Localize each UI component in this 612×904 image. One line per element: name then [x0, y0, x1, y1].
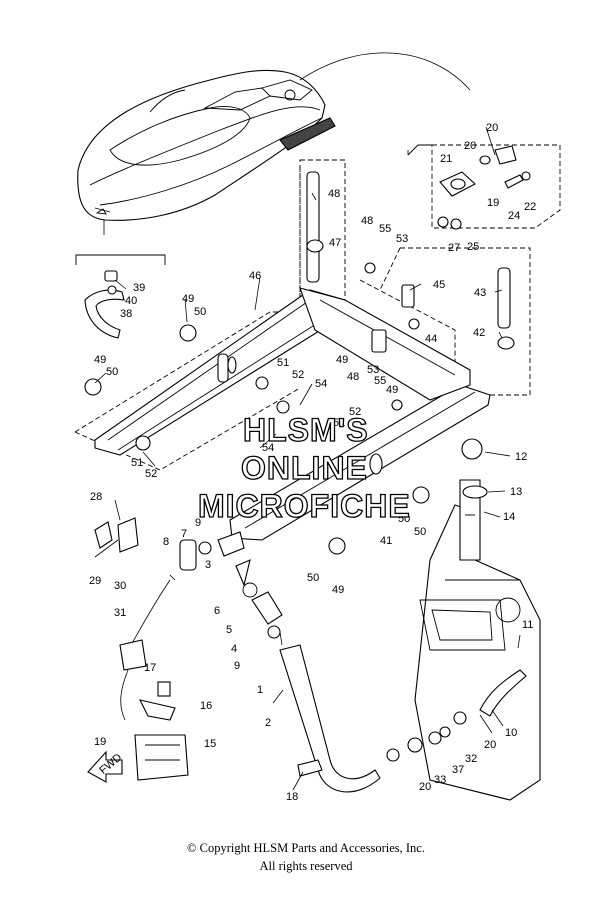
callout-49c: 50 [414, 526, 426, 538]
callout-49: 49 [182, 293, 194, 305]
callout-49d: 49 [332, 584, 344, 596]
callout-23: 20 [464, 140, 476, 152]
callout-33: 33 [434, 774, 446, 786]
callout-43: 46 [249, 270, 261, 282]
callout-37: 40 [125, 295, 137, 307]
watermark-line-2: ONLINE [241, 450, 368, 486]
callout-51: 51 [277, 357, 289, 369]
callout-9b: 9 [234, 660, 240, 672]
callout-7: 7 [181, 528, 187, 540]
callout-55: 55 [379, 223, 391, 235]
callout-50: 50 [194, 306, 206, 318]
callout-42: 45 [433, 279, 445, 291]
callout-18: 19 [94, 736, 106, 748]
callout-44: 47 [329, 237, 341, 249]
callout-41: 44 [425, 333, 437, 345]
intake-duct-plates [94, 287, 491, 541]
callout-26: 24 [508, 210, 520, 222]
callout-30: 30 [114, 580, 126, 592]
callout-54b: 54 [262, 442, 274, 454]
watercraft-illustration [77, 52, 471, 235]
callout-29: 29 [89, 575, 101, 587]
callout-50c: 50 [398, 513, 410, 525]
callout-9: 9 [195, 517, 201, 529]
callout-6: 6 [214, 605, 220, 617]
callout-28: 28 [90, 491, 102, 503]
callout-48: 48 [361, 215, 373, 227]
cooling-hoses [119, 574, 527, 793]
callout-45: 48 [328, 188, 340, 200]
callout-31: 31 [114, 607, 126, 619]
jet-pump-assembly [414, 479, 541, 801]
callout-12: 12 [515, 451, 527, 463]
callout-52c: 52 [145, 468, 157, 480]
callout-40: 43 [474, 287, 486, 299]
callout-51c: 51 [131, 457, 143, 469]
callout-20b: 20 [419, 781, 431, 793]
callout-52b: 52 [349, 406, 361, 418]
callout-numbers: 20 20 21 22 24 19 27 25 48 47 48 55 53 4… [89, 122, 536, 803]
watermark: HLSM'S ONLINE MICROFICHE [197, 411, 411, 524]
callout-10: 10 [505, 727, 517, 739]
callout-5: 5 [226, 624, 232, 636]
watermark-line-1: HLSM'S [243, 412, 369, 448]
callout-49b: 49 [94, 354, 106, 366]
callout-53b: 53 [367, 364, 379, 376]
callout-21: 19 [487, 197, 499, 209]
callout-36: 39 [133, 282, 145, 294]
callout-20: 20 [484, 739, 496, 751]
callout-50b: 50 [106, 366, 118, 378]
callout-47: 49 [336, 354, 348, 366]
callout-35: 38 [120, 308, 132, 320]
callout-4: 4 [231, 643, 237, 655]
callout-3: 3 [205, 559, 211, 571]
callout-54: 54 [315, 378, 327, 390]
callout-22: 20 [486, 122, 498, 134]
callout-34: 37 [452, 764, 464, 776]
callout-16: 16 [200, 700, 212, 712]
rights-reserved-text: All rights reserved [259, 859, 353, 873]
callout-48b: 49 [386, 384, 398, 396]
callout-27: 27 [448, 242, 460, 254]
callout-55b: 55 [374, 375, 386, 387]
upper-right-group-box [407, 144, 561, 230]
forward-direction-arrow: FWD [87, 750, 124, 783]
callout-52: 52 [292, 369, 304, 381]
watermark-line-3: MICROFICHE [198, 488, 411, 524]
callout-51b: 51 [333, 417, 345, 429]
callout-14: 14 [503, 511, 515, 523]
callout-19: 18 [286, 791, 298, 803]
callout-26b: 25 [467, 241, 479, 253]
copyright-text: © Copyright HLSM Parts and Accessories, … [187, 841, 425, 855]
callout-1: 1 [257, 684, 263, 696]
callout-15: 15 [204, 738, 216, 750]
callout-17: 17 [144, 662, 156, 674]
callout-leader-lines [94, 126, 521, 791]
callout-46: 48 [347, 371, 359, 383]
callout-32: 32 [465, 753, 477, 765]
callout-50d: 50 [307, 572, 319, 584]
small-hardware-parts [84, 171, 515, 777]
left-part-group-bracket [75, 254, 166, 339]
callout-11: 11 [522, 619, 533, 631]
callout-39: 42 [473, 327, 485, 339]
callout-13: 13 [510, 486, 522, 498]
callout-38: 41 [380, 535, 392, 547]
callout-8: 8 [163, 536, 169, 548]
callout-24: 21 [440, 153, 452, 165]
callout-25: 22 [524, 201, 536, 213]
callout-2: 2 [265, 717, 271, 729]
callout-53: 53 [396, 233, 408, 245]
